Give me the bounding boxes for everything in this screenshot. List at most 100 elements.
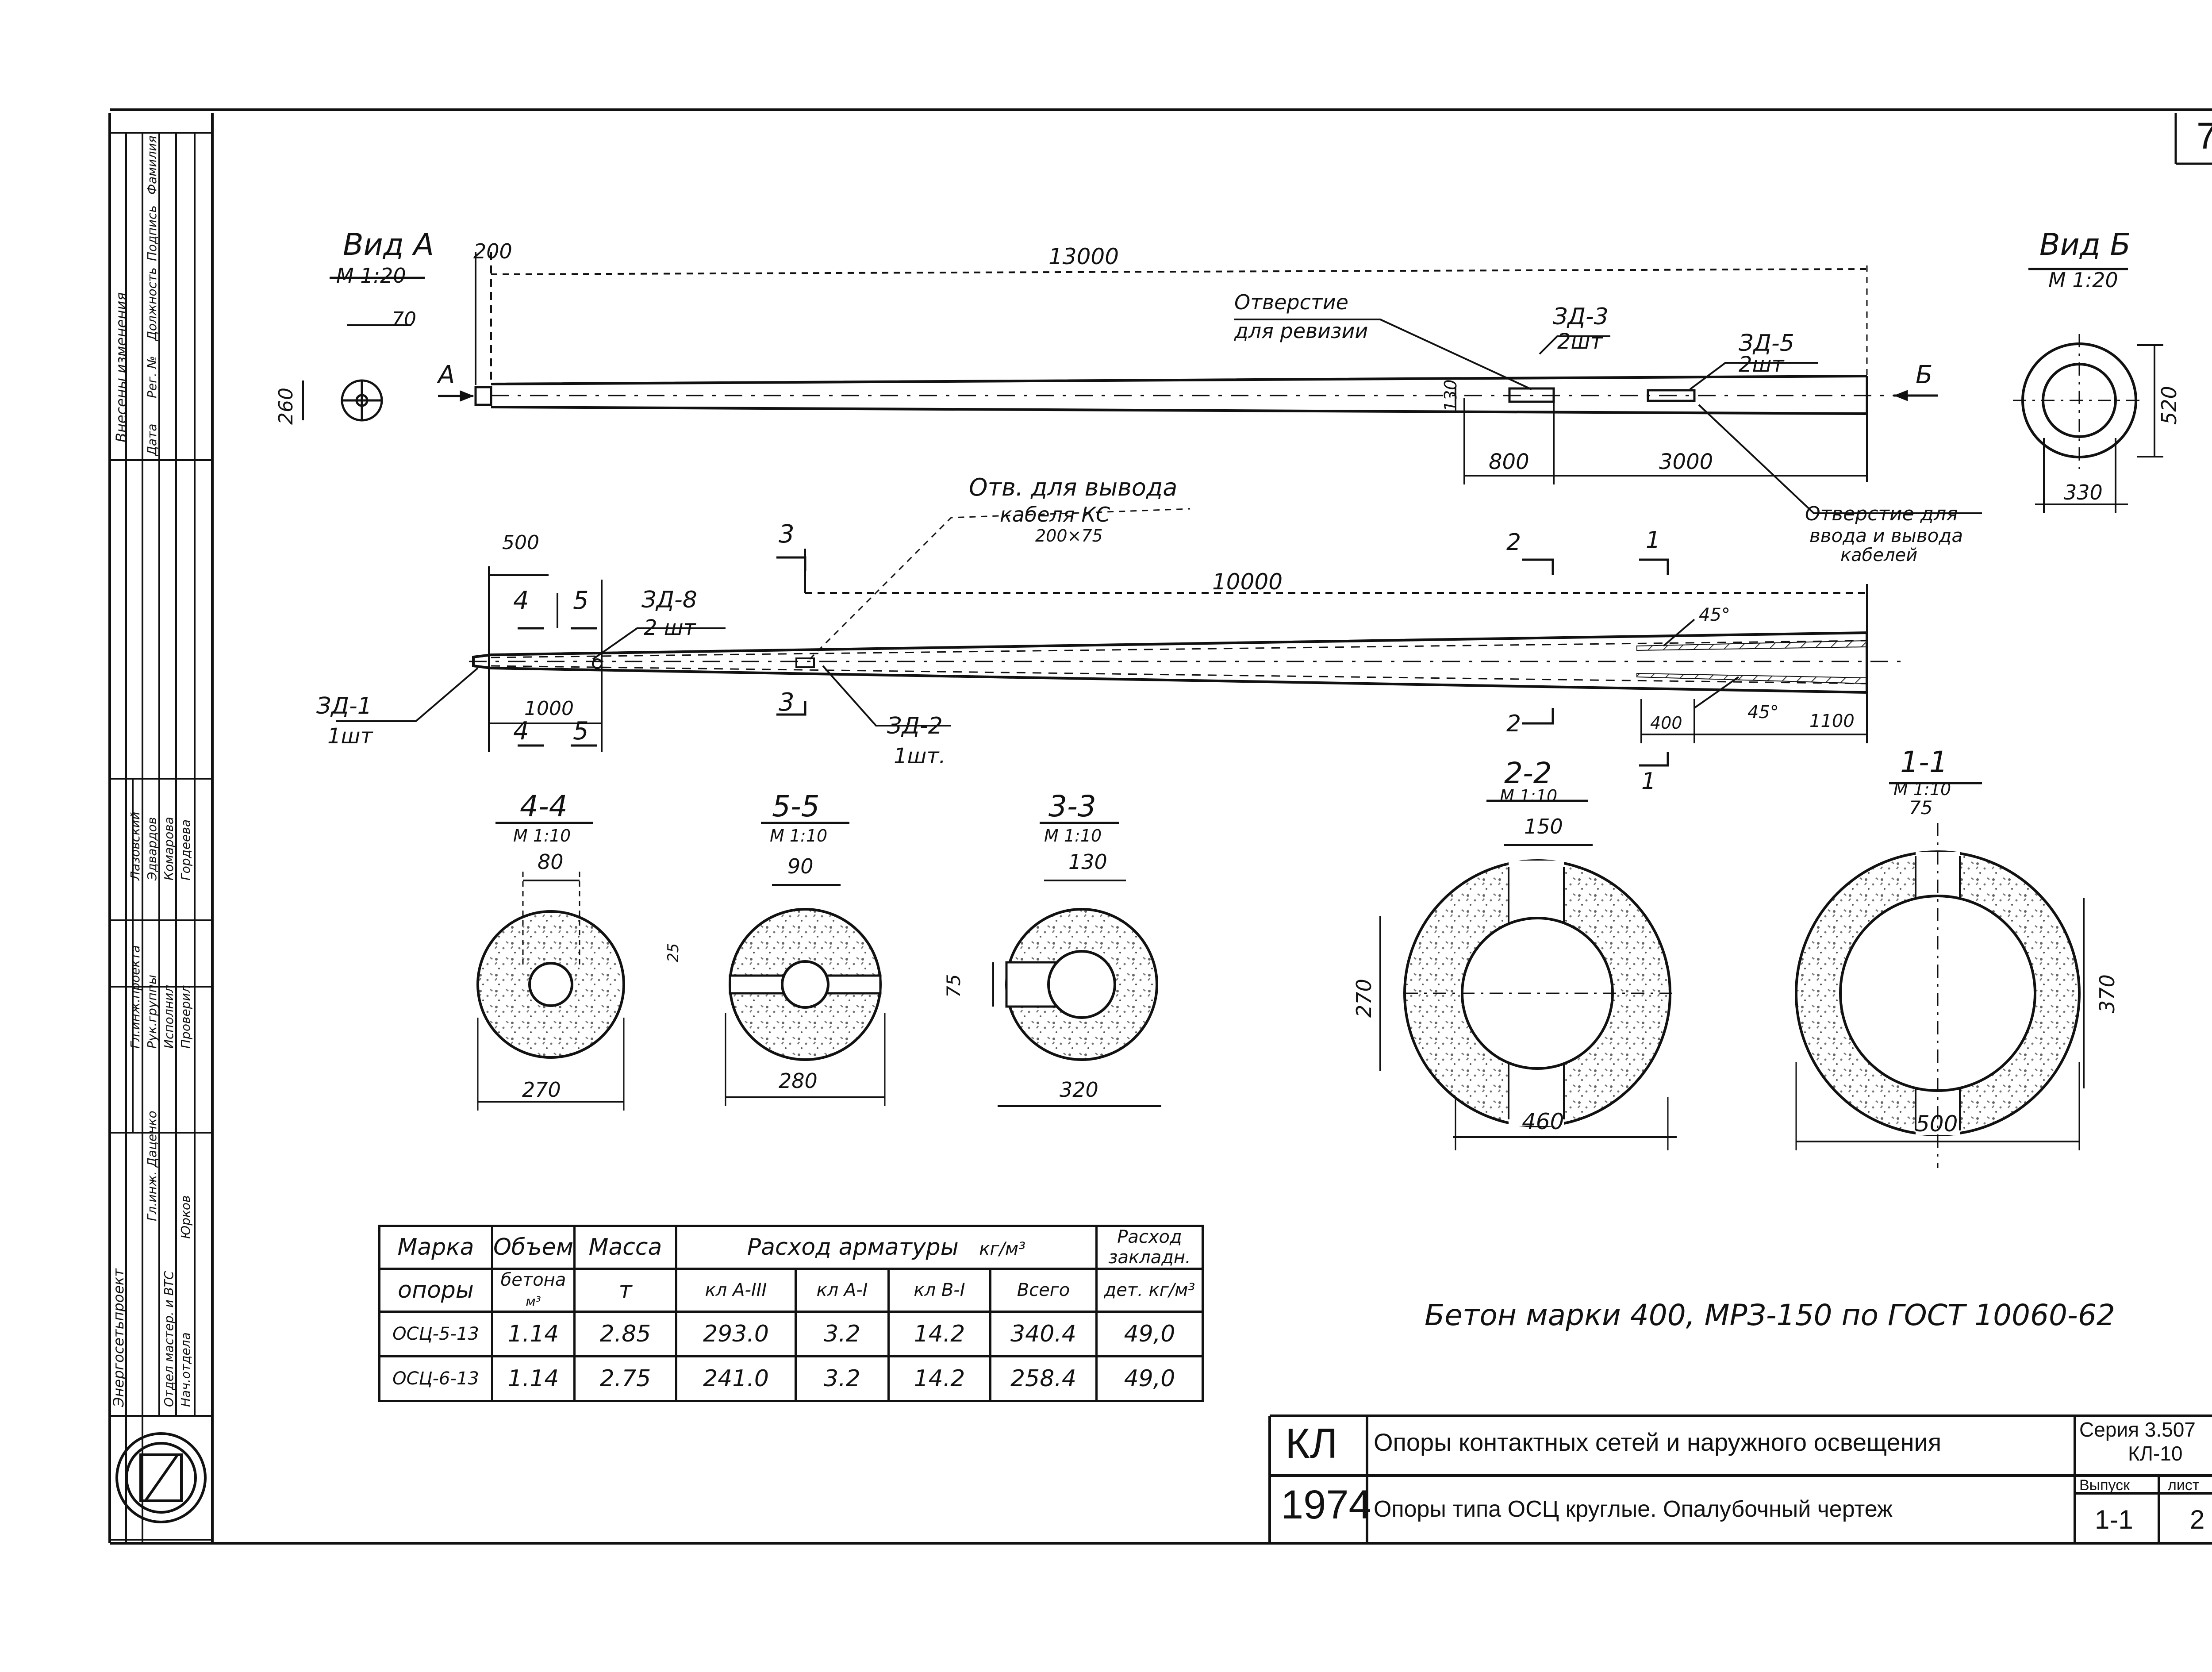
tb-code: КЛ bbox=[1285, 1420, 1338, 1467]
cell-r1-c3: 2.85 bbox=[573, 1311, 677, 1357]
arrow-b-label: Б bbox=[1916, 361, 1933, 389]
callout-zd2-qty: 1шт. bbox=[894, 744, 946, 769]
callout-cable-outlet-3: 200×75 bbox=[1035, 526, 1103, 546]
cell-r2-c2: 1.14 bbox=[491, 1355, 576, 1402]
callout-zd1-qty: 1шт bbox=[327, 724, 373, 749]
view-a-drawing bbox=[302, 277, 425, 422]
section-1-1 bbox=[1795, 782, 2085, 1168]
dim-800: 800 bbox=[1489, 450, 1529, 474]
cell-r1-c8: 49,0 bbox=[1095, 1311, 1204, 1357]
section-bottom-1-1: 500 bbox=[1916, 1111, 1958, 1137]
callout-zd1: ЗД-1 bbox=[316, 693, 372, 719]
tb-year: 1974 bbox=[1281, 1482, 1371, 1527]
stamp-role-4: Проверил bbox=[178, 985, 193, 1049]
section-top-1-1: 75 bbox=[1909, 797, 1933, 819]
stamp-col-surname: Фамилия bbox=[145, 135, 159, 195]
section-side-5-5: 25 bbox=[664, 943, 682, 962]
cell-r2-c5: 3.2 bbox=[794, 1355, 890, 1402]
section-side-1-1: 370 bbox=[2095, 974, 2119, 1013]
stamp-col-reg: Рег. № bbox=[145, 356, 159, 398]
stamp-role-3: Исполнил bbox=[161, 984, 176, 1049]
th-mass-2: т bbox=[573, 1268, 677, 1313]
stamp-name-3: Комарова bbox=[161, 817, 176, 880]
callout-zd8-qty: 2 шт bbox=[644, 615, 696, 640]
th-mass: Масса bbox=[573, 1225, 677, 1270]
tb-title-1: Опоры контактных сетей и наружного освещ… bbox=[1374, 1428, 1942, 1456]
view-b-drawing bbox=[2013, 268, 2163, 513]
th-marka-2: опоры bbox=[378, 1268, 493, 1313]
view-b-title: Вид Б bbox=[2039, 227, 2131, 262]
section-title-5-5: 5-5 bbox=[772, 789, 820, 823]
section-scale-3-3: М 1:10 bbox=[1044, 826, 1102, 846]
dim-130: 130 bbox=[1441, 379, 1460, 411]
callout-cable-hole-1: Отверстие для bbox=[1805, 503, 1958, 525]
callout-revision-hole-1: Отверстие bbox=[1234, 290, 1348, 314]
dim-3000: 3000 bbox=[1659, 450, 1713, 474]
stamp-name-4: Гордеева bbox=[178, 819, 193, 880]
sections bbox=[476, 782, 2085, 1168]
th-sub-total: Всего bbox=[989, 1268, 1098, 1313]
angle-45-bottom: 45° bbox=[1747, 702, 1779, 723]
stamp-role-2: Рук.группы bbox=[145, 974, 159, 1049]
th-embedded-1: Расход bbox=[1117, 1227, 1182, 1247]
callout-zd2: ЗД-2 bbox=[887, 713, 943, 739]
th-volume-2b: м³ bbox=[526, 1294, 541, 1310]
cut-2-bottom: 2 bbox=[1506, 711, 1521, 737]
view-a-scale: М 1:20 bbox=[336, 264, 406, 288]
section-top-4-4: 80 bbox=[538, 850, 564, 874]
stamp-col-date: Дата bbox=[145, 423, 159, 456]
section-bottom-3-3: 320 bbox=[1060, 1078, 1098, 1102]
section-bottom-2-2: 460 bbox=[1522, 1109, 1564, 1134]
th-embedded-2: закладн. bbox=[1108, 1247, 1191, 1268]
tb-vypusk-label: Выпуск bbox=[2079, 1477, 2130, 1494]
th-marka: Марка bbox=[378, 1225, 493, 1270]
section-scale-2-2: М 1:10 bbox=[1500, 786, 1558, 806]
section-bottom-4-4: 270 bbox=[522, 1078, 561, 1102]
stamp-dept: Отдел мастер. и ВТС bbox=[161, 1271, 176, 1407]
cell-r1-c5: 3.2 bbox=[794, 1311, 890, 1357]
sheet-frame bbox=[108, 108, 2212, 1545]
stamp-org: Гл.инж. Даценко bbox=[145, 1111, 159, 1221]
spec-table: Марка Объем Масса Расход арматуры кг/м³ … bbox=[378, 1225, 1204, 1402]
callout-zd3-qty: 2шт bbox=[1557, 329, 1603, 354]
dim-13000: 13000 bbox=[1048, 244, 1119, 269]
dim-500: 500 bbox=[502, 531, 539, 554]
arrow-a-label: А bbox=[438, 361, 455, 389]
section-scale-4-4: М 1:10 bbox=[513, 826, 571, 846]
tb-list: 2 bbox=[2190, 1505, 2205, 1534]
section-title-1-1: 1-1 bbox=[1900, 745, 1948, 779]
dim-200: 200 bbox=[473, 239, 512, 263]
tb-title-2: Опоры типа ОСЦ круглые. Опалубочный черт… bbox=[1374, 1496, 1893, 1522]
tb-vypusk: 1-1 bbox=[2095, 1505, 2133, 1534]
cell-r2-c3: 2.75 bbox=[573, 1355, 677, 1402]
dim-1100: 1100 bbox=[1809, 711, 1855, 731]
section-top-5-5: 90 bbox=[787, 854, 814, 878]
cell-r1-c1: ОСЦ-5-13 bbox=[378, 1311, 493, 1357]
callout-revision-hole-2: для ревизии bbox=[1234, 319, 1368, 343]
cell-r1-c2: 1.14 bbox=[491, 1311, 576, 1357]
th-embedded: Расход закладн. bbox=[1095, 1225, 1204, 1270]
angle-45-top: 45° bbox=[1699, 605, 1730, 625]
cell-r2-c7: 258.4 bbox=[989, 1355, 1098, 1402]
stamp-col-signature: Подпись bbox=[145, 205, 159, 261]
view-a-title: Вид А bbox=[343, 227, 434, 262]
section-3-3 bbox=[992, 822, 1161, 1107]
stamp-name-2: Эдвардов bbox=[145, 817, 159, 880]
section-scale-5-5: М 1:10 bbox=[770, 826, 828, 846]
stamp-nach: Нач.отдела bbox=[178, 1332, 193, 1407]
sheet-number: 7 bbox=[2197, 115, 2212, 157]
tb-list-label: лист bbox=[2168, 1477, 2200, 1494]
callout-cable-outlet-2: кабеля КС bbox=[1000, 503, 1110, 527]
cut-5-bottom: 5 bbox=[573, 717, 589, 746]
title-block-frame bbox=[1268, 1414, 2212, 1543]
tb-series-code: КЛ-10 bbox=[2128, 1442, 2183, 1465]
callout-zd5: ЗД-5 bbox=[1739, 330, 1794, 357]
stamp-nach-name: Юрков bbox=[178, 1195, 193, 1239]
section-title-2-2: 2-2 bbox=[1504, 756, 1552, 790]
cell-r2-c6: 14.2 bbox=[887, 1355, 991, 1402]
callout-cable-hole-3: кабелей bbox=[1840, 545, 1918, 565]
callout-zd5-qty: 2шт bbox=[1739, 352, 1784, 377]
callout-zd3: ЗД-3 bbox=[1553, 304, 1609, 330]
th-rebar-unit: кг/м³ bbox=[979, 1239, 1026, 1259]
concrete-note: Бетон марки 400, МРЗ-150 по ГОСТ 10060-6… bbox=[1425, 1298, 2115, 1332]
